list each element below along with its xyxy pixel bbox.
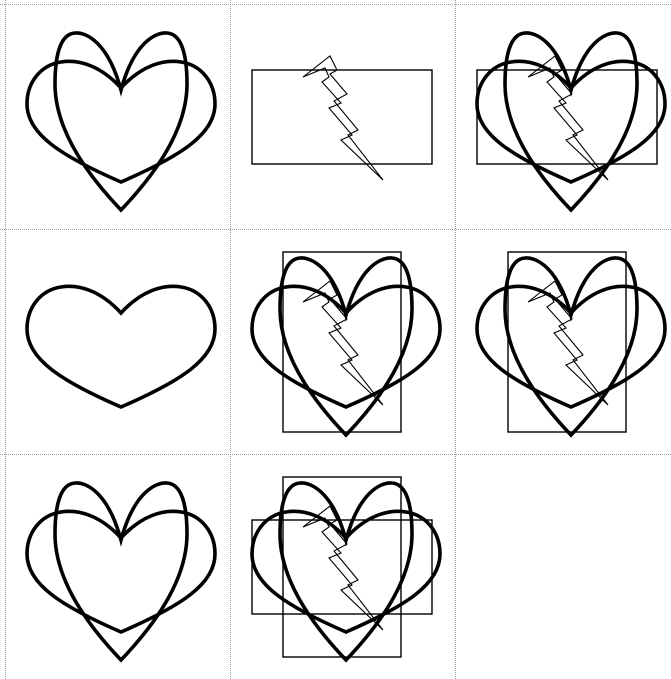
cell-2-1 bbox=[5, 229, 230, 454]
grid-line-vertical-1 bbox=[230, 0, 231, 679]
cell-3-1 bbox=[5, 454, 230, 679]
cell-1-1-figure bbox=[5, 4, 230, 229]
grid-line-horizontal-1 bbox=[0, 229, 671, 230]
cell-2-2-figure bbox=[230, 229, 455, 454]
cell-2-1-figure bbox=[5, 229, 230, 454]
grid-line-top bbox=[0, 4, 671, 5]
cell-1-2-figure bbox=[230, 4, 455, 229]
cell-1-2 bbox=[230, 4, 455, 229]
cell-1-1 bbox=[5, 4, 230, 229]
cell-1-3-figure bbox=[455, 4, 671, 229]
cell-3-3 bbox=[455, 454, 671, 679]
grid-line-vertical-2 bbox=[455, 0, 456, 679]
cell-3-2-figure bbox=[230, 454, 455, 679]
wide-heart bbox=[27, 286, 215, 407]
cell-2-3 bbox=[455, 229, 671, 454]
grid-line-horizontal-2 bbox=[0, 454, 671, 455]
wide-rectangle bbox=[252, 70, 432, 164]
grid-line-left bbox=[5, 0, 6, 679]
cell-2-3-figure bbox=[455, 229, 671, 454]
cell-2-2 bbox=[230, 229, 455, 454]
cell-3-2 bbox=[230, 454, 455, 679]
cell-1-3 bbox=[455, 4, 671, 229]
lightning-bolt bbox=[303, 56, 383, 180]
cell-3-1-figure bbox=[5, 454, 230, 679]
